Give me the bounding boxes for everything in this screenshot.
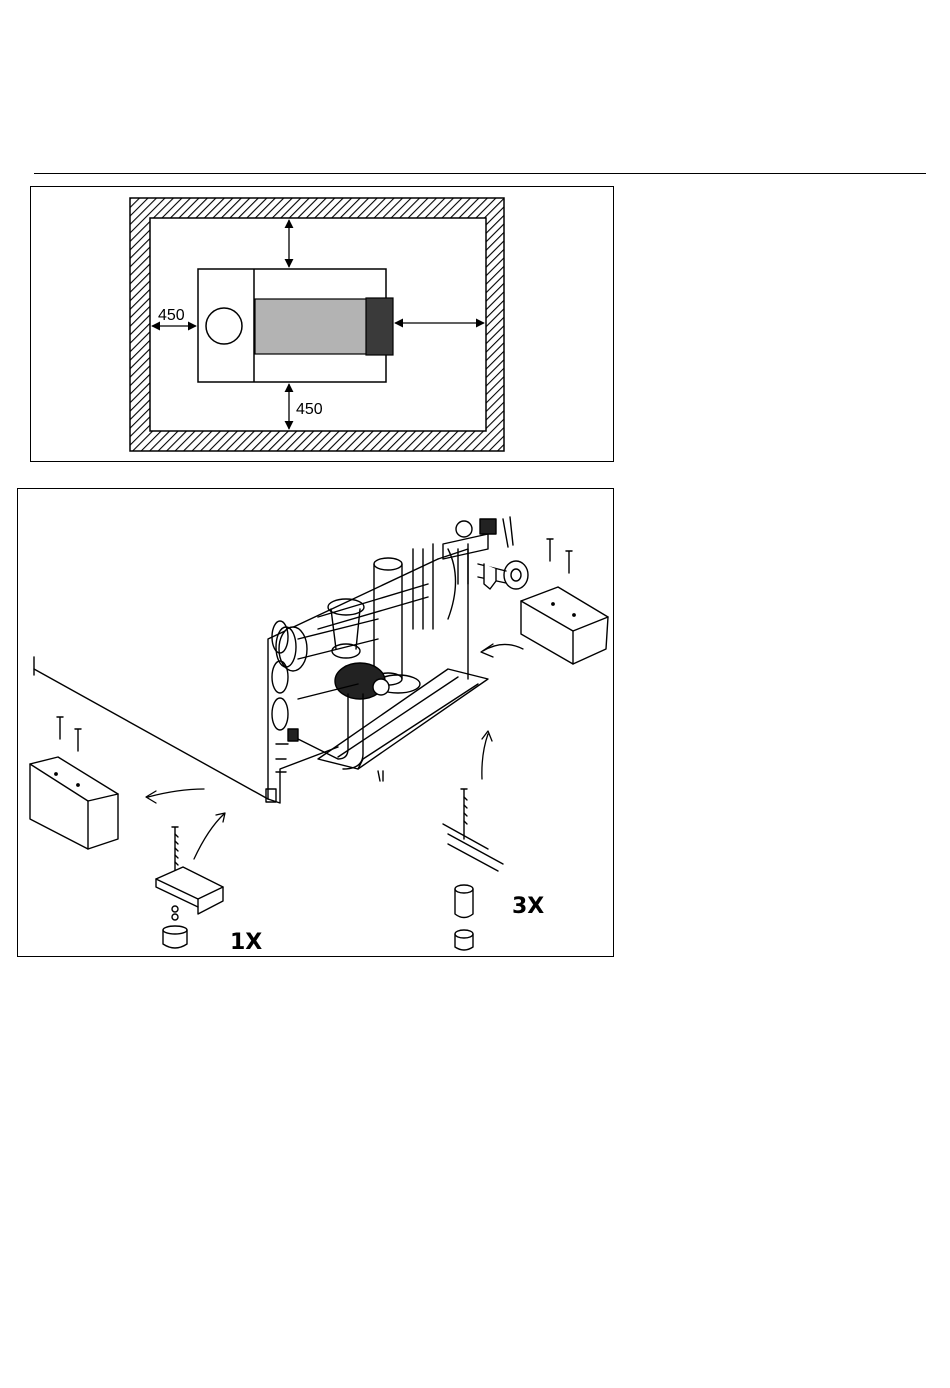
burner-body <box>255 299 367 354</box>
movement-arrows <box>146 644 523 859</box>
right-transport-block <box>521 539 608 664</box>
installation-svg: 1X 3X <box>18 489 613 956</box>
bottom-clearance-label: 450 <box>296 401 323 418</box>
installation-diagram: 1X 3X <box>17 488 614 957</box>
clearance-svg: 450 450 <box>31 187 613 461</box>
pump-assembly <box>272 544 456 769</box>
burner-head <box>366 298 393 355</box>
clearance-diagram: 450 450 <box>30 186 614 462</box>
right-foot-quantity: 3X <box>512 894 544 919</box>
header-rule <box>34 173 926 174</box>
boiler-body <box>34 549 468 803</box>
left-transport-block <box>30 717 118 849</box>
left-foot-quantity: 1X <box>230 930 262 955</box>
right-foot-assembly <box>443 789 503 950</box>
left-foot-assembly <box>156 827 223 948</box>
flue-circle <box>206 308 242 344</box>
left-clearance-label: 450 <box>158 307 185 324</box>
